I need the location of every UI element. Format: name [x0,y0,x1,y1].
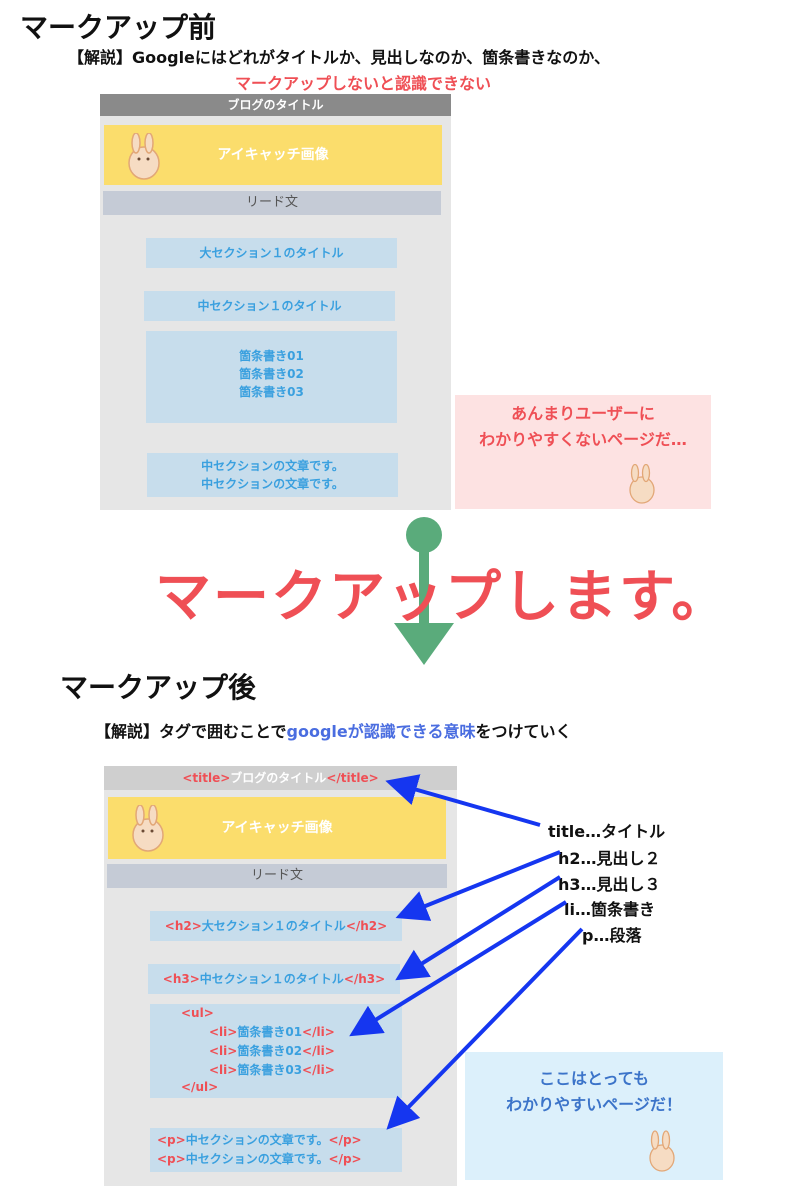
ul-open-tag: <ul> [181,1006,214,1020]
before-lead: リード文 [103,191,441,215]
before-list-item: 箇条書き03 [239,385,304,399]
list-item: <li>箇条書き02</li> [209,1044,335,1058]
after-lead: リード文 [107,864,447,888]
arrow-h2 [395,850,561,921]
after-note: 【解説】タグで囲むことでgoogleが認識できる意味をつけていく [95,718,571,742]
paragraph-line: <p>中セクションの文章です。</p> [157,1152,362,1166]
before-bubble-line: わかりやすくないページだ… [479,430,687,449]
before-eyecatch-label: アイキャッチ画像 [217,147,329,163]
after-note-suffix: をつけていく [475,722,572,741]
after-eyecatch-label: アイキャッチ画像 [221,820,333,836]
transition-text: マークアップします。 [155,565,730,630]
before-section-h3: 中セクション１のタイトル [144,291,395,321]
before-paragraph-line: 中セクションの文章です。 [201,477,344,491]
before-bubble: あんまりユーザーに わかりやすくないページだ… [455,395,711,509]
h3-open-tag: <h3> [162,972,200,986]
before-eyecatch: アイキャッチ画像 [104,125,442,185]
title-open-tag: <title> [182,771,231,785]
before-section-h2: 大セクション１のタイトル [146,238,397,268]
after-bubble-line: ここはとっても [539,1069,649,1088]
before-note: 【解説】Googleにはどれがタイトルか、見出しなのか、箇条書きなのか、 [68,48,610,67]
ul-close-tag: </ul> [181,1080,219,1094]
before-bubble-line: あんまりユーザーに [511,404,655,423]
before-list-item: 箇条書き02 [239,367,304,381]
after-paragraph [150,1128,402,1172]
after-title-text: ブログのタイトル [230,771,327,785]
before-title-bar: ブログのタイトル [100,94,451,116]
legend-li: li…箇条書き [564,900,655,919]
before-paragraph-line: 中セクションの文章です。 [201,459,344,473]
list-item: <li>箇条書き03</li> [209,1063,335,1077]
down-arrow-icon [394,517,454,665]
after-section-h3: <h3>中セクション１のタイトル</h3> [148,964,400,994]
list-item: <li>箇条書き01</li> [209,1025,335,1039]
after-eyecatch: アイキャッチ画像 [108,797,446,859]
after-bubble: ここはとっても わかりやすいページだ！ [465,1052,723,1180]
title-close-tag: </title> [326,771,379,785]
arrow-h3 [395,875,562,981]
legend-h3: h3…見出し３ [558,875,661,894]
after-bubble-line: わかりやすいページだ！ [506,1095,682,1114]
before-paragraph: 中セクションの文章です。 中セクションの文章です。 [147,453,398,497]
before-list-item: 箇条書き01 [239,349,304,363]
after-h2-text: 大セクション１のタイトル [201,919,346,933]
legend-p: p…段落 [582,926,642,945]
rabbit-icon [128,133,160,180]
rabbit-icon [132,805,164,852]
legend-h2: h2…見出し２ [558,849,661,868]
h2-close-tag: </h2> [345,919,388,933]
before-heading: マークアップ前 [20,11,217,44]
after-h3-text: 中セクション１のタイトル [199,972,344,986]
rabbit-icon [629,464,655,504]
arrow-title [385,774,541,827]
rabbit-icon [649,1130,675,1172]
after-note-prefix: 【解説】タグで囲むことで [95,722,287,741]
paragraph-line: <p>中セクションの文章です。</p> [157,1133,362,1147]
h3-close-tag: </h3> [343,972,386,986]
before-list: 箇条書き01 箇条書き02 箇条書き03 [146,331,397,423]
h2-open-tag: <h2> [164,919,202,933]
arrow-p [386,927,584,1130]
before-note-highlight: マークアップしないと認識できない [235,74,492,93]
legend-title: title…タイトル [548,822,666,841]
after-heading: マークアップ後 [60,671,257,704]
after-section-h2: <h2>大セクション１のタイトル</h2> [150,911,402,941]
arrow-li [349,900,568,1037]
after-note-highlight: googleが認識できる意味 [286,722,476,741]
